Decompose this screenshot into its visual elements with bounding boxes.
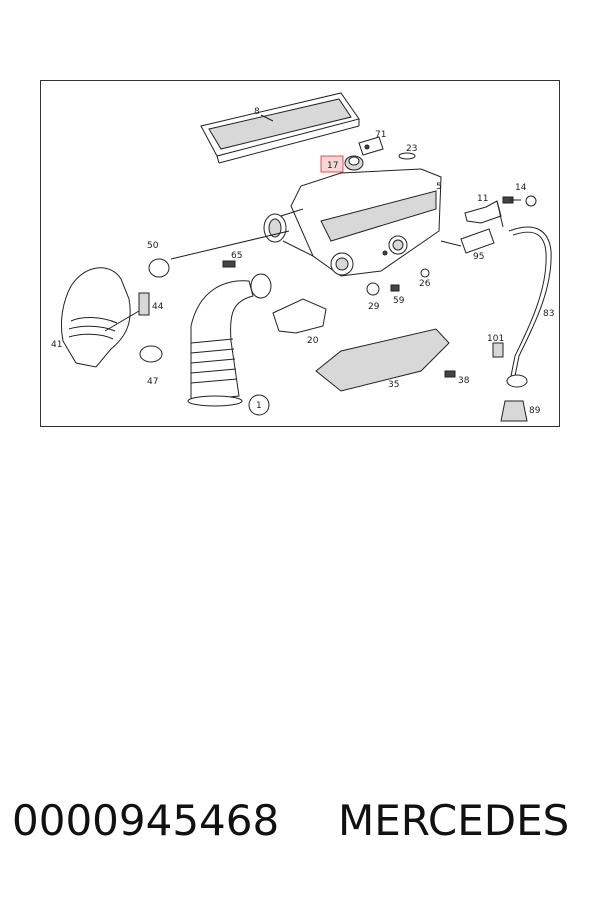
part-air-filter [200, 92, 360, 164]
part-hose-41 [60, 267, 131, 368]
part-washer-23 [398, 152, 416, 160]
part-hose-95 [460, 228, 495, 254]
part-intake-hose-1 [187, 273, 272, 407]
part-26 [420, 268, 430, 278]
callout-labels: 8 71 23 17 5 11 14 50 65 95 44 26 41 29 … [51, 107, 554, 416]
callout-101: 101 [487, 334, 504, 344]
part-bolt-38 [444, 370, 456, 378]
callout-26: 26 [419, 279, 431, 289]
part-clamp-47 [139, 345, 163, 363]
part-sensor-101 [492, 342, 528, 388]
callout-circle-1 [248, 394, 270, 416]
part-cap-17 [344, 155, 364, 171]
callout-1: 1 [256, 401, 262, 411]
part-clamp-50 [148, 258, 170, 278]
callout-47: 47 [147, 377, 158, 387]
brand-name: MERCEDES [338, 796, 570, 845]
part-pipe-83 [508, 195, 552, 377]
part-screw-65 [222, 260, 236, 268]
part-29 [366, 282, 380, 296]
callout-38: 38 [458, 376, 470, 386]
diagram-frame: 8 71 23 17 5 11 14 50 65 95 44 26 41 29 … [40, 80, 560, 427]
leader-lines [104, 114, 462, 332]
parts-diagram: 8 71 23 17 5 11 14 50 65 95 44 26 41 29 … [51, 92, 554, 422]
callout-41: 41 [51, 340, 62, 350]
callout-8: 8 [254, 107, 260, 117]
callout-23: 23 [406, 144, 417, 154]
callout-5: 5 [436, 182, 442, 192]
part-grommet-44 [138, 292, 150, 316]
part-cover-35 [315, 328, 450, 392]
callout-17: 17 [327, 161, 338, 171]
part-number: 0000945468 [12, 796, 280, 845]
callout-14: 14 [515, 183, 527, 193]
part-connector-89 [500, 400, 528, 422]
part-bolt-14 [502, 196, 521, 204]
callout-44: 44 [152, 302, 164, 312]
callout-95: 95 [473, 252, 484, 262]
callout-11: 11 [477, 194, 488, 204]
callout-59: 59 [393, 296, 405, 306]
highlight-box-17 [320, 155, 344, 173]
callout-50: 50 [147, 241, 159, 251]
callout-65: 65 [231, 251, 242, 261]
part-valve-11 [464, 200, 504, 228]
callout-89: 89 [529, 406, 541, 416]
callout-83: 83 [543, 309, 554, 319]
callout-35: 35 [388, 380, 399, 390]
callout-20: 20 [307, 336, 319, 346]
part-intake-manifold [263, 168, 442, 277]
part-59 [390, 284, 400, 292]
callout-29: 29 [368, 302, 380, 312]
callout-71: 71 [375, 130, 386, 140]
part-bracket-71 [358, 136, 384, 156]
part-duct-20 [272, 298, 327, 334]
footer: 0000945468 MERCEDES [0, 796, 600, 866]
